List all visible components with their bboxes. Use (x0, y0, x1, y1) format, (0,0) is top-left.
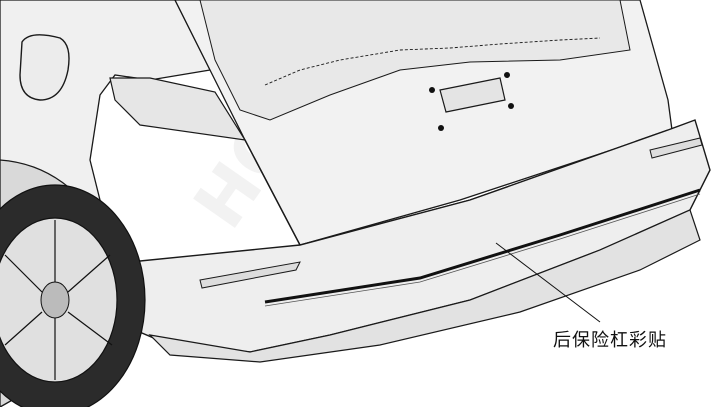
tailgate-inner-frame (199, 0, 631, 121)
wheel-spokes (4, 220, 113, 380)
bumper-lower-valance (148, 209, 701, 363)
mount-hole (504, 72, 510, 78)
bumper-decal-stripe-outline (264, 193, 701, 307)
tail-lamp-opening (109, 77, 247, 141)
bumper-decal-stripe (264, 188, 701, 304)
right-reflector (649, 137, 703, 159)
callout-leader-line (495, 242, 601, 323)
mount-hole (438, 125, 444, 131)
inner-frame-cutout (264, 37, 601, 86)
bumper-decal-label: 后保险杠彩贴 (553, 330, 667, 351)
fuel-door (19, 34, 70, 101)
license-plate-recess (439, 77, 506, 113)
left-reflector (199, 261, 301, 289)
mount-hole (508, 103, 514, 109)
wheel-hub (40, 281, 70, 319)
mount-hole (429, 87, 435, 93)
